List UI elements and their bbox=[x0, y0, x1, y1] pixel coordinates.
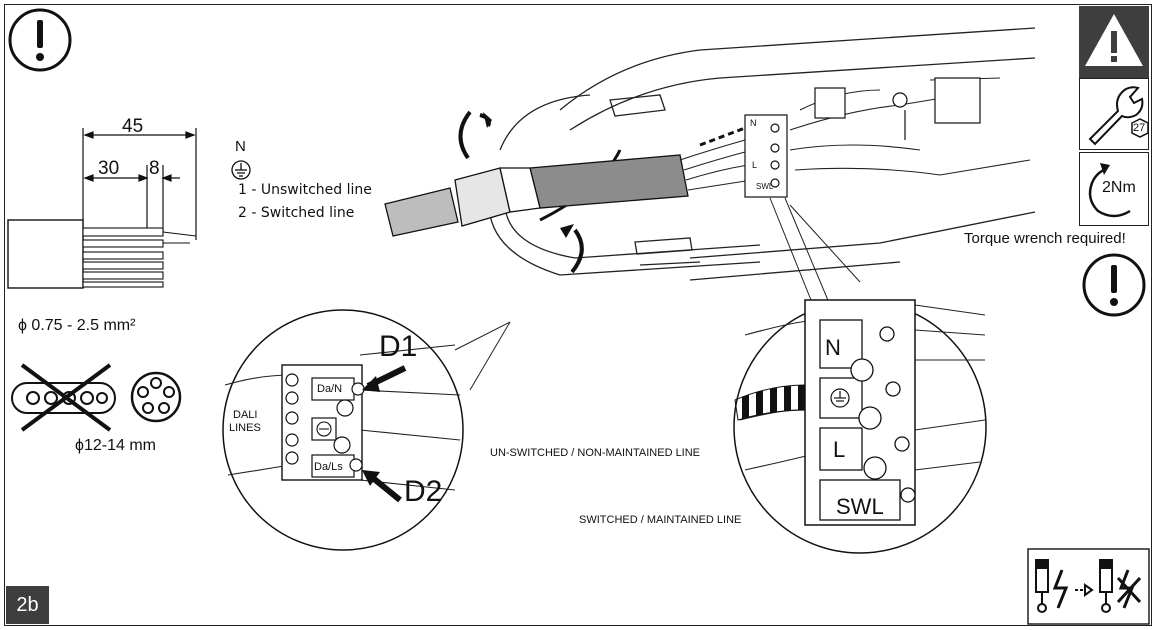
label-d1: D1 bbox=[379, 330, 418, 363]
dali-callout-lines bbox=[454, 321, 511, 391]
small-term-swl: SWL bbox=[756, 182, 774, 191]
earth-icon bbox=[231, 160, 251, 180]
wrench-size: 27 bbox=[1133, 122, 1146, 134]
small-terminal-block bbox=[744, 114, 788, 198]
legend-line1: 1 - Unswitched line bbox=[238, 182, 372, 198]
feed-cable bbox=[384, 154, 689, 237]
wire-section-value: 0.75 - 2.5 mm² bbox=[31, 317, 136, 334]
dali-term-top: Da/N bbox=[317, 383, 343, 395]
wrench-tile: 27 bbox=[1079, 78, 1149, 150]
terminal-detail-circle bbox=[733, 299, 987, 554]
term-n: N bbox=[825, 335, 841, 360]
warning-tile bbox=[1079, 6, 1149, 78]
caution-icon bbox=[8, 8, 72, 72]
caution-icon bbox=[1082, 253, 1146, 317]
legend-line2: 2 - Switched line bbox=[238, 205, 355, 221]
torque-tile: 2Nm bbox=[1079, 152, 1149, 226]
label-unswitched: UN-SWITCHED / NON-MAINTAINED LINE bbox=[490, 447, 701, 459]
dali-lines-label-a: DALI bbox=[233, 409, 258, 421]
term-swl: SWL bbox=[836, 494, 884, 519]
dim-total: 45 bbox=[122, 116, 144, 137]
legend-n: N bbox=[235, 138, 246, 155]
d2-arrow-icon bbox=[362, 470, 402, 503]
callout-lines bbox=[769, 197, 861, 311]
dali-term-bottom: Da/Ls bbox=[314, 461, 343, 473]
dali-lines-label-b: LINES bbox=[229, 422, 261, 434]
cable-strip-diagram bbox=[7, 128, 197, 289]
step-badge: 2b bbox=[6, 586, 49, 624]
dim-inner: 8 bbox=[149, 158, 160, 179]
power-off-icon bbox=[1027, 548, 1150, 625]
wrench-icon bbox=[1088, 86, 1149, 146]
wire-section: ϕ 0.75 - 2.5 mm² bbox=[18, 317, 135, 335]
term-l: L bbox=[833, 437, 846, 462]
torque-value: 2Nm bbox=[1102, 179, 1136, 196]
cable-diameter: ϕ12-14 mm bbox=[75, 437, 156, 455]
cable-diameter-value: 12-14 mm bbox=[83, 437, 156, 454]
label-switched: SWITCHED / MAINTAINED LINE bbox=[579, 514, 742, 526]
flat-cable-not-allowed-icon bbox=[11, 363, 116, 432]
round-cable-icon bbox=[130, 371, 182, 423]
torque-arrow-icon bbox=[1088, 163, 1131, 218]
torque-note: Torque wrench required! bbox=[964, 230, 1126, 247]
phi-symbol: ϕ bbox=[18, 317, 27, 334]
warning-triangle-icon bbox=[1085, 14, 1143, 66]
earth-icon bbox=[316, 421, 332, 437]
label-d2: D2 bbox=[404, 475, 443, 508]
right-connectors bbox=[814, 77, 981, 140]
dali-detail-circle bbox=[222, 309, 464, 551]
d1-arrow-icon bbox=[362, 365, 407, 392]
earth-icon bbox=[830, 388, 850, 408]
small-term-n: N bbox=[750, 118, 757, 128]
page-frame bbox=[4, 4, 1152, 626]
small-term-l: L bbox=[752, 160, 758, 170]
dim-outer: 30 bbox=[98, 158, 120, 179]
phi-symbol: ϕ bbox=[75, 437, 84, 454]
rotation-arrow-icon bbox=[458, 110, 584, 274]
